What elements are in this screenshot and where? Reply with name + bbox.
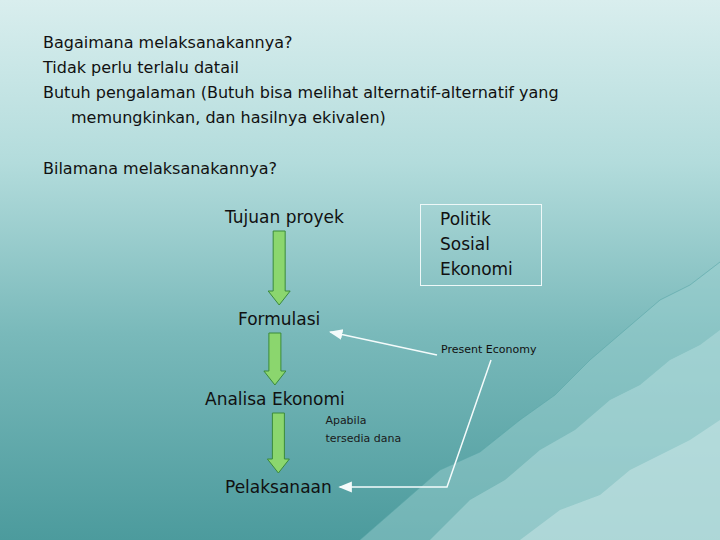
mountain-ridge <box>430 330 720 540</box>
node-text: Analisa Ekonomi <box>205 388 345 410</box>
slide-text: Tidak perlu terlalu datail <box>43 55 683 80</box>
node-text: Tujuan proyek <box>225 206 344 228</box>
factor-box: Politik Sosial Ekonomi <box>420 204 542 286</box>
mountain-ridge <box>360 262 720 540</box>
node-text: Formulasi <box>238 308 320 330</box>
note-text: Present Economy <box>439 342 538 357</box>
flow-step: Tujuan proyek <box>223 206 346 228</box>
edge-label: Apabila tersedia dana <box>325 412 407 448</box>
ridge-line <box>360 262 720 540</box>
slide-text: Butuh pengalaman (Butuh bisa melihat alt… <box>43 80 643 130</box>
slide-text: Bagaimana melaksanakannya? <box>43 30 683 55</box>
mountain-ridge <box>520 420 720 540</box>
flow-step: Analisa Ekonomi <box>203 388 347 410</box>
link-line <box>330 332 437 355</box>
node-text: Present Economy <box>441 342 536 357</box>
flow-step: Formulasi <box>236 308 322 330</box>
flow-arrow <box>264 333 286 385</box>
flow-arrow <box>268 231 290 305</box>
node-text: Pelaksanaan <box>225 476 332 498</box>
flow-step: Pelaksanaan <box>223 476 334 498</box>
slide-text: Bilamana melaksanakannya? <box>43 156 683 181</box>
flow-arrow <box>267 413 289 473</box>
node-text: Politik Sosial Ekonomi <box>440 207 535 282</box>
